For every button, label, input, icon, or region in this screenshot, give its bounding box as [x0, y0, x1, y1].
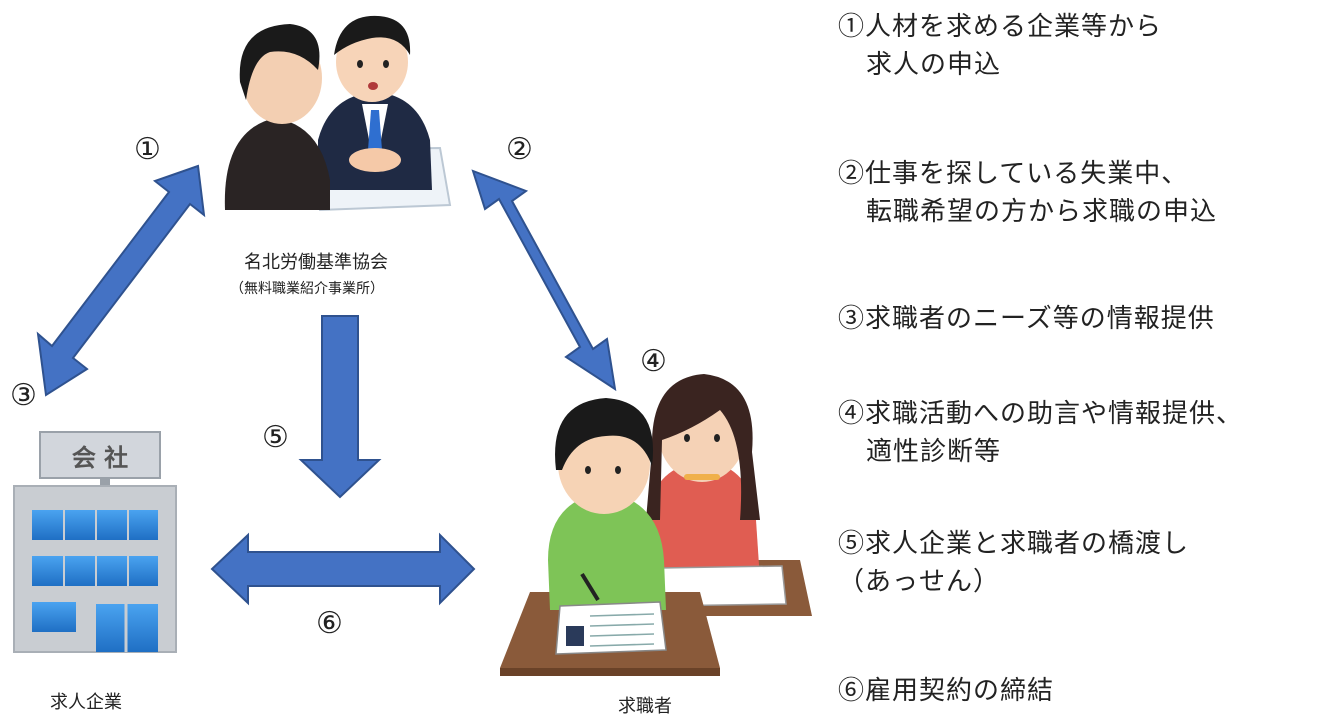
step-2: ②仕事を探している失業中、 転職希望の方から求職の申込 [838, 155, 1217, 231]
step-4: ④求職活動への助言や情報提供、 適性診断等 [838, 395, 1243, 471]
marker-5: ⑤ [262, 420, 289, 455]
step-6: ⑥雇用契約の締結 [838, 672, 1054, 710]
arrow-6-double [210, 532, 476, 606]
step-5-line2: （あっせん） [838, 567, 1001, 597]
step-4-line1: ④求職活動への助言や情報提供、 [838, 399, 1244, 429]
company-building-illustration: 会 社 [13, 431, 177, 653]
arrow-2-4-double [471, 169, 617, 392]
office-name: 名北労働基準協会 [244, 252, 388, 273]
marker-3: ③ [10, 378, 37, 413]
seekers-name: 求職者 [618, 696, 672, 717]
step-3: ③求職者のニーズ等の情報提供 [838, 300, 1215, 338]
step-5-line1: ⑤求人企業と求職者の橋渡し [838, 529, 1190, 559]
step-3-line1: ③求職者のニーズ等の情報提供 [838, 304, 1215, 334]
marker-1: ① [134, 132, 161, 167]
company-name: 求人企業 [50, 692, 122, 713]
office-subtitle: （無料職業紹介事業所） [230, 281, 384, 297]
job-seekers-illustration [500, 374, 812, 676]
step-5: ⑤求人企業と求職者の橋渡し （あっせん） [838, 525, 1189, 601]
step-2-line2: 転職希望の方から求職の申込 [866, 197, 1218, 227]
step-4-line2: 適性診断等 [866, 437, 1002, 467]
marker-2: ② [506, 132, 533, 167]
step-6-line1: ⑥雇用契約の締結 [838, 676, 1055, 706]
arrow-1-3-double [36, 164, 206, 397]
step-1-line1: ①人材を求める企業等から [838, 12, 1163, 42]
step-1: ①人材を求める企業等から 求人の申込 [838, 8, 1162, 84]
step-1-line2: 求人の申込 [866, 50, 1002, 80]
arrow-5-down [298, 315, 382, 499]
marker-6: ⑥ [316, 606, 343, 641]
marker-4: ④ [640, 344, 667, 379]
office-illustration [224, 15, 452, 212]
company-sign-text: 会 社 [72, 444, 128, 472]
step-2-line1: ②仕事を探している失業中、 [838, 159, 1189, 189]
